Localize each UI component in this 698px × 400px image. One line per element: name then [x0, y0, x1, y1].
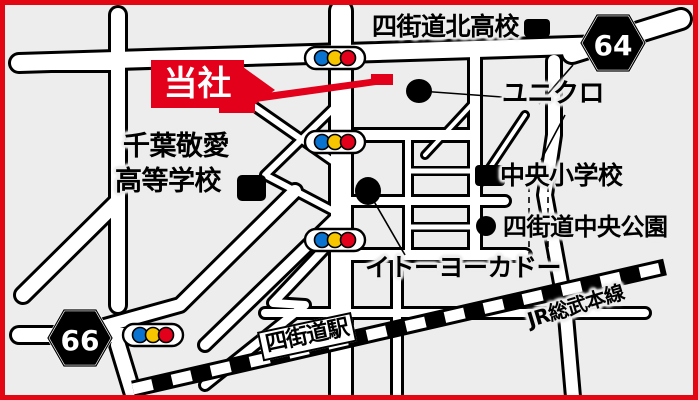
chuo-elementary-marker	[475, 165, 505, 186]
chuo-park-marker	[476, 216, 496, 236]
our-company-label-text: 当社	[163, 64, 232, 104]
our-company-label-box: 当社	[151, 60, 244, 108]
place-markers	[237, 19, 550, 236]
traffic-signal-southwest	[121, 322, 185, 348]
route-shield-64-number: 64	[594, 29, 633, 62]
traffic-signal-mid	[303, 129, 367, 155]
ito-yokado-marker	[355, 177, 381, 205]
our-company-marker	[371, 74, 393, 85]
traffic-signal-south	[303, 227, 367, 253]
leader-lines	[367, 64, 574, 263]
keiai-high-school-marker	[237, 175, 266, 201]
route-shield-66-number: 66	[61, 324, 100, 357]
railway-jr-sobu-line	[131, 258, 667, 395]
map-graphic: 64 66	[8, 5, 693, 395]
route-shield-66: 66	[46, 308, 114, 368]
uniqlo-marker	[406, 79, 432, 103]
kita-high-school-marker	[524, 19, 550, 37]
route-shield-64: 64	[579, 13, 647, 73]
traffic-signal-north	[303, 45, 367, 71]
